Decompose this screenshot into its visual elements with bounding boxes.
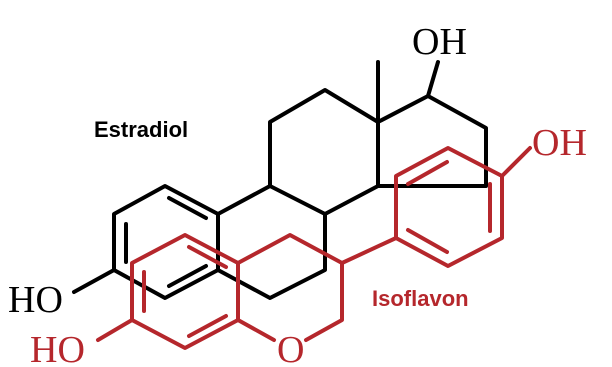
estradiol-ring-c xyxy=(268,88,380,216)
isoflavon-aryl-bond xyxy=(340,236,398,265)
estradiol-ring-d xyxy=(376,94,488,188)
isoflavon-ho-bond-left xyxy=(96,318,134,342)
isoflavon-benzo-ring xyxy=(130,233,240,350)
estradiol-structure: OH HO Estradiol xyxy=(8,21,488,321)
estradiol-ho-bond-left xyxy=(72,268,116,294)
isoflavon-oh-bond-right xyxy=(500,146,532,178)
isoflavon-structure: O OH HO Isoflavon xyxy=(30,122,587,367)
isoflavon-name-label: Isoflavon xyxy=(372,286,469,311)
isoflavon-ring-oxygen-label: O xyxy=(277,329,304,367)
isoflavon-b-double-1 xyxy=(406,160,449,186)
estradiol-ring-a-double-3 xyxy=(167,264,208,288)
estradiol-oh-bond-top xyxy=(426,60,440,98)
estradiol-ring-b xyxy=(216,184,327,300)
isoflavon-pyran-o-bond xyxy=(236,318,276,342)
isoflavon-oh-right-label: OH xyxy=(532,122,587,164)
estradiol-ho-left-label: HO xyxy=(8,279,63,321)
isoflavon-ho-left-label: HO xyxy=(30,329,85,367)
isoflavon-benzo-double-3 xyxy=(187,314,228,338)
isoflavon-benzo-double-2 xyxy=(187,245,228,269)
isoflavon-b-ring xyxy=(394,146,504,268)
estradiol-oh-top-label: OH xyxy=(412,21,467,63)
estradiol-ring-a-double-2 xyxy=(167,196,208,220)
estradiol-name-label: Estradiol xyxy=(94,117,188,142)
isoflavon-b-double-3 xyxy=(406,228,449,254)
